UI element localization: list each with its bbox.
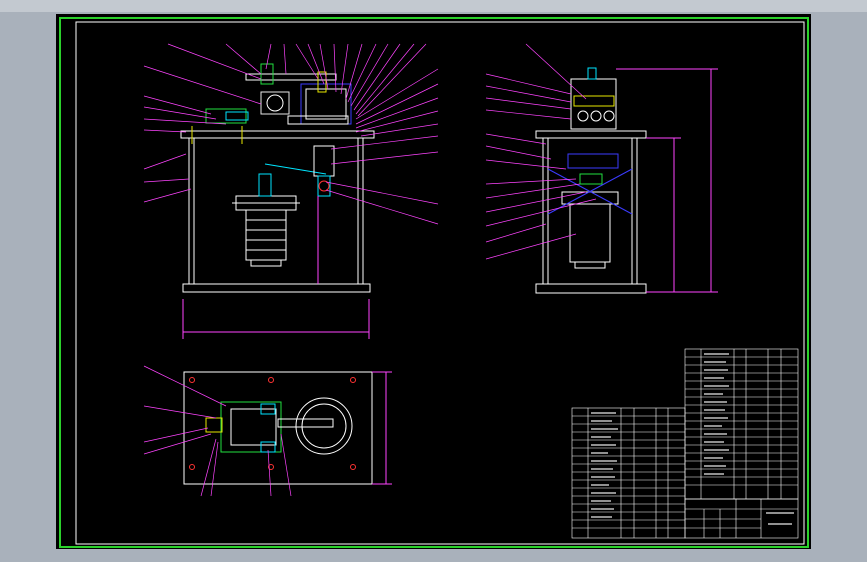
title-block	[684, 498, 799, 539]
side-base	[535, 283, 647, 294]
cad-viewport[interactable]	[56, 14, 811, 549]
upper-arm	[245, 73, 337, 81]
side-motor	[569, 203, 611, 263]
parts-list-text	[591, 353, 794, 525]
top-base-plate	[183, 371, 373, 485]
frame-inner-border	[75, 21, 805, 545]
side-top-plate	[535, 130, 647, 139]
side-gearbox	[570, 78, 617, 130]
window-top-strip	[0, 0, 867, 12]
top-ring-outer	[295, 397, 353, 455]
frame-outer-border	[59, 17, 809, 548]
front-base	[182, 283, 371, 293]
parts-list-table	[571, 348, 799, 539]
top-view-leaders	[143, 365, 292, 497]
front-view-leaders	[143, 43, 439, 225]
coupling	[313, 145, 335, 177]
side-view	[535, 67, 718, 294]
side-view-leaders	[485, 43, 597, 260]
front-view	[180, 63, 375, 339]
top-view	[183, 371, 392, 485]
front-top-plate	[180, 130, 375, 139]
motor-body	[245, 209, 287, 261]
assembly-drawing	[59, 17, 809, 548]
